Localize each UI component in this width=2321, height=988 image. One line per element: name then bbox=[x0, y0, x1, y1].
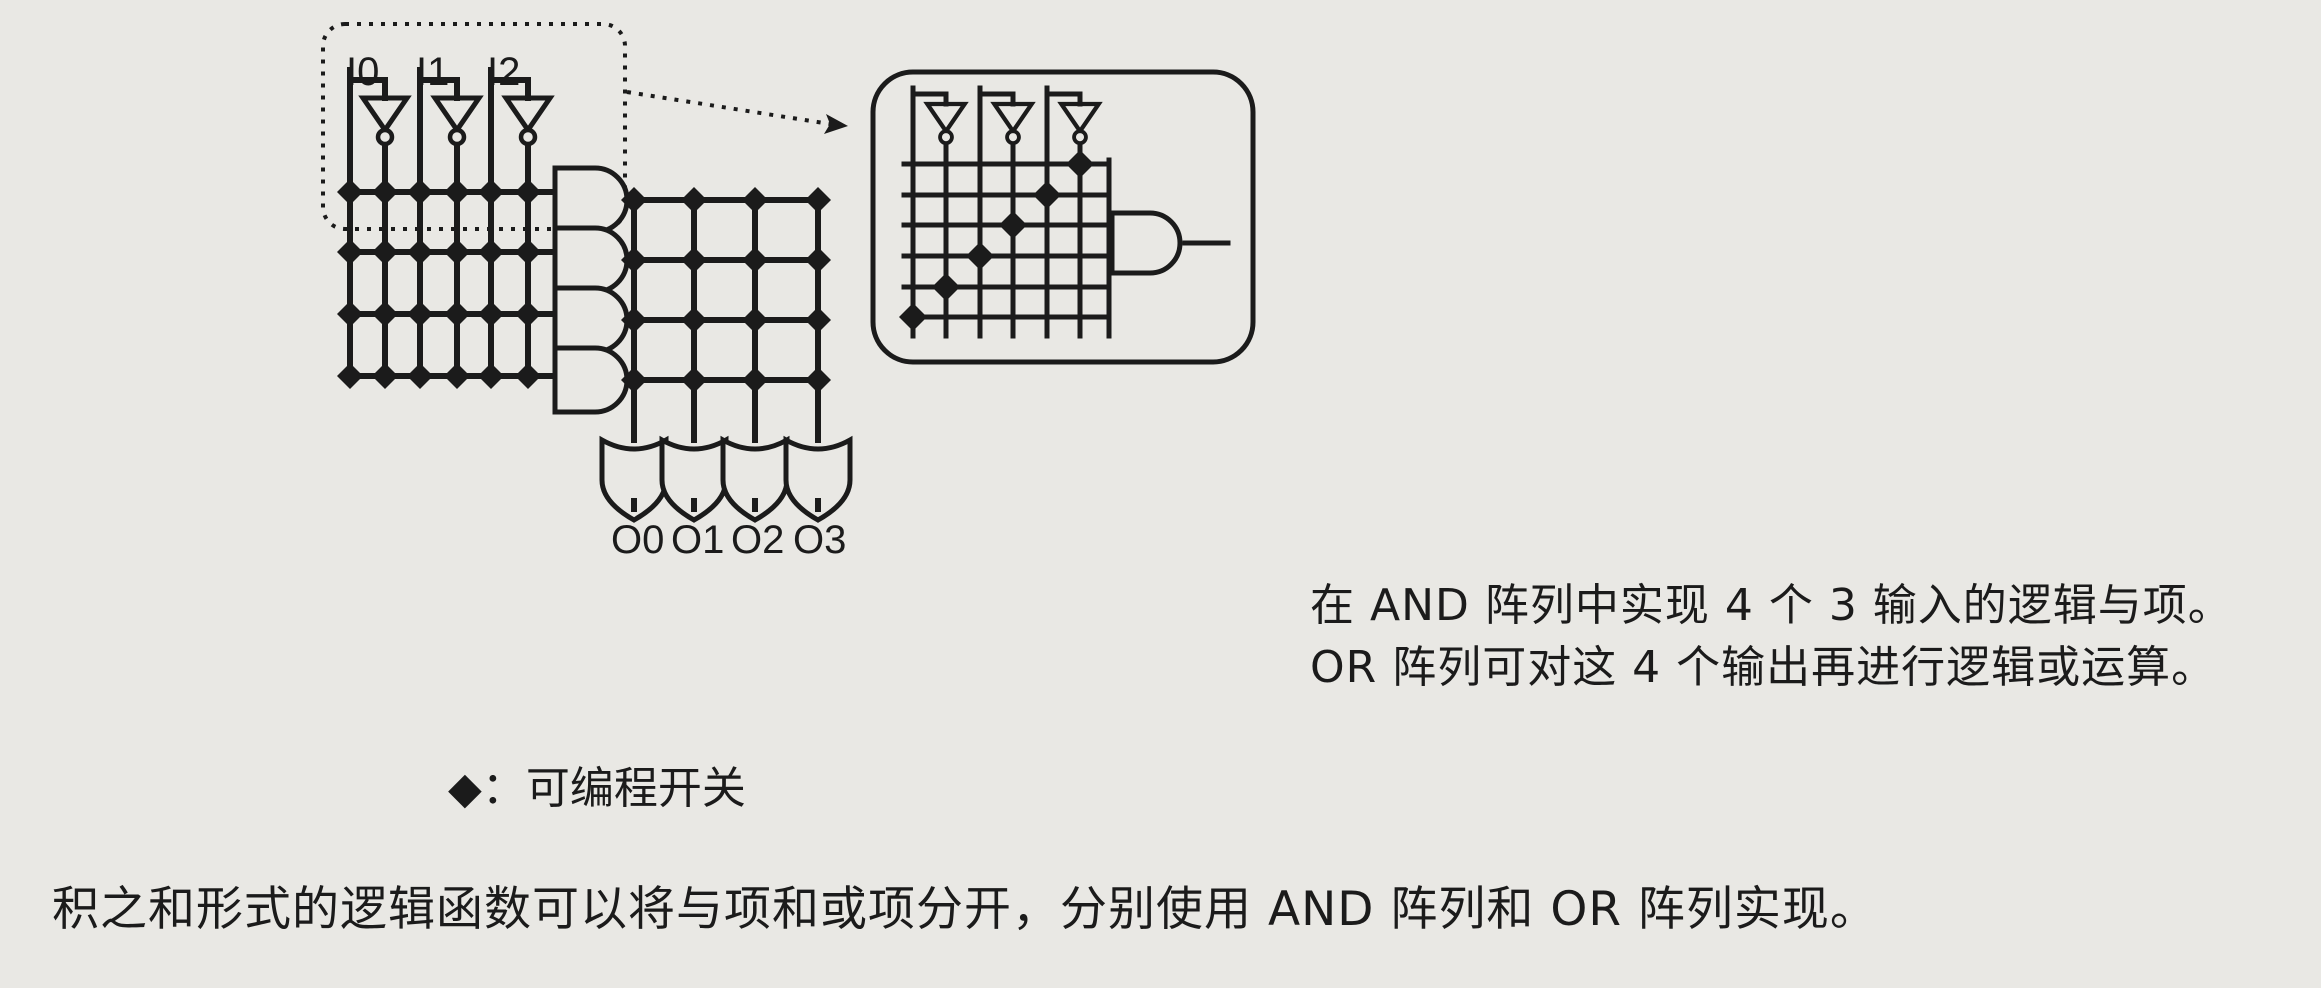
output-label-o0: O0 bbox=[611, 518, 664, 562]
and-array-switches bbox=[337, 179, 541, 389]
output-label-o1: O1 bbox=[671, 518, 724, 562]
and-gate-1 bbox=[555, 228, 627, 292]
or-array-lines bbox=[624, 197, 821, 443]
figure-caption: 积之和形式的逻辑函数可以将与项和或项分开，分别使用 AND 阵列和 OR 阵列实… bbox=[52, 882, 1878, 937]
and-array-rows bbox=[347, 189, 558, 379]
and-gate-2 bbox=[555, 288, 627, 352]
or-gate-outputs bbox=[631, 498, 821, 512]
zoom-arrow-head bbox=[824, 114, 848, 134]
legend: ◆：可编程开关 bbox=[448, 752, 746, 816]
or-array-switches bbox=[621, 187, 831, 393]
and-gate-0 bbox=[555, 168, 627, 232]
input-inverter-2 bbox=[506, 98, 550, 144]
and-gate-3 bbox=[555, 348, 627, 412]
output-label-o3: O3 bbox=[793, 518, 846, 562]
switch-symbol-icon: ◆ bbox=[448, 763, 482, 814]
output-label-o2: O2 bbox=[731, 518, 784, 562]
inset-description: 在 AND 阵列中实现 4 个 3 输入的逻辑与项。OR 阵列可对这 4 个输出… bbox=[1310, 580, 2233, 693]
input-inverter-1 bbox=[435, 98, 479, 144]
zoom-frame bbox=[321, 22, 831, 231]
zoom-inset bbox=[870, 69, 1256, 365]
legend-text: ：可编程开关 bbox=[481, 763, 746, 814]
input-inverter-0 bbox=[363, 98, 407, 144]
